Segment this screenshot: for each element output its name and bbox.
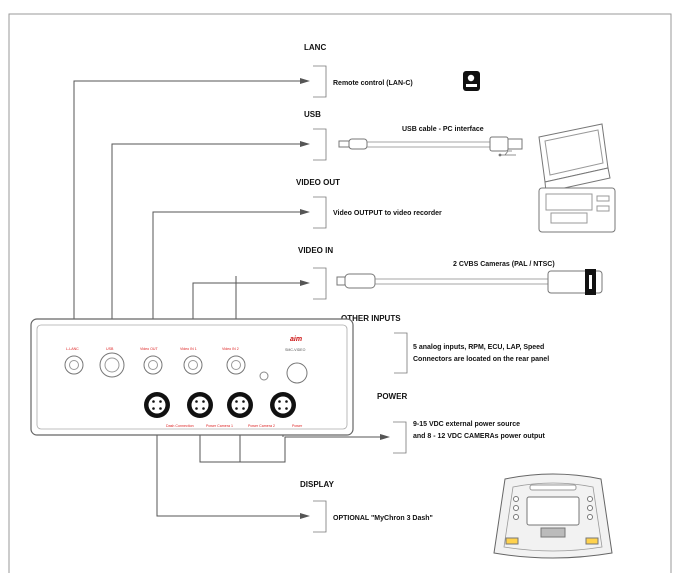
port-usb [99,352,125,378]
lanc-header: LANC [304,43,326,52]
port-label-video-out: Video OUT [140,347,159,351]
other-inputs-line2: Connectors are located on the rear panel [413,356,549,363]
device-brand: aim [290,336,302,343]
camcorder-remote-icon [463,71,480,91]
usb-label: USB cable - PC interface [402,126,484,133]
laptop-icon [538,123,616,233]
arrow-connectors [313,65,408,533]
device-model: SMC-VIDEO [285,348,306,352]
port-video-in-1 [183,355,203,375]
port-label-video-in-1: Video IN 1 [180,347,197,351]
port-label-lanc: L-LANC [66,347,79,351]
connector-power [270,392,296,418]
video-in-label: 2 CVBS Cameras (PAL / NTSC) [453,261,555,268]
port-label-video-in-2: Video IN 2 [222,347,239,351]
connector-dash [144,392,170,418]
power-line1: 9-15 VDC external power source [413,421,520,428]
usb-header: USB [304,110,321,119]
lanc-label: Remote control (LAN-C) [333,80,413,87]
video-out-label: Video OUTPUT to video recorder [333,210,442,217]
power-header: POWER [377,392,407,401]
port-label-power-camera-1: Power Camera 1 [206,424,233,428]
port-label-power: Power [292,424,303,428]
bullet-camera-icon [547,269,603,295]
port-label-power-camera-2: Power Camera 2 [248,424,275,428]
port-label-usb: USB [106,347,114,351]
connector-power-camera-1 [187,392,213,418]
other-inputs-line1: 5 analog inputs, RPM, ECU, LAP, Speed [413,344,544,351]
status-led [259,371,269,381]
usb-symbol-icon [498,150,516,157]
usb-cable [338,136,523,152]
port-video-in-2 [226,355,246,375]
power-line2: and 8 - 12 VDC CAMERAs power output [413,433,546,440]
video-in-header: VIDEO IN [298,246,333,255]
other-inputs-header: OTHER INPUTS [341,314,401,323]
display-header: DISPLAY [300,480,335,489]
port-video-out [143,355,163,375]
connector-power-camera-2 [227,392,253,418]
diagram-frame [8,13,672,573]
mychron-dash-icon [493,473,613,559]
video-in-cable [336,273,548,289]
port-aux [286,362,308,384]
connection-wires [73,78,390,519]
port-lanc [64,355,84,375]
display-label: OPTIONAL "MyChron 3 Dash" [333,515,433,522]
video-out-header: VIDEO OUT [296,178,340,187]
port-label-dash: Dash Connection [166,424,194,428]
